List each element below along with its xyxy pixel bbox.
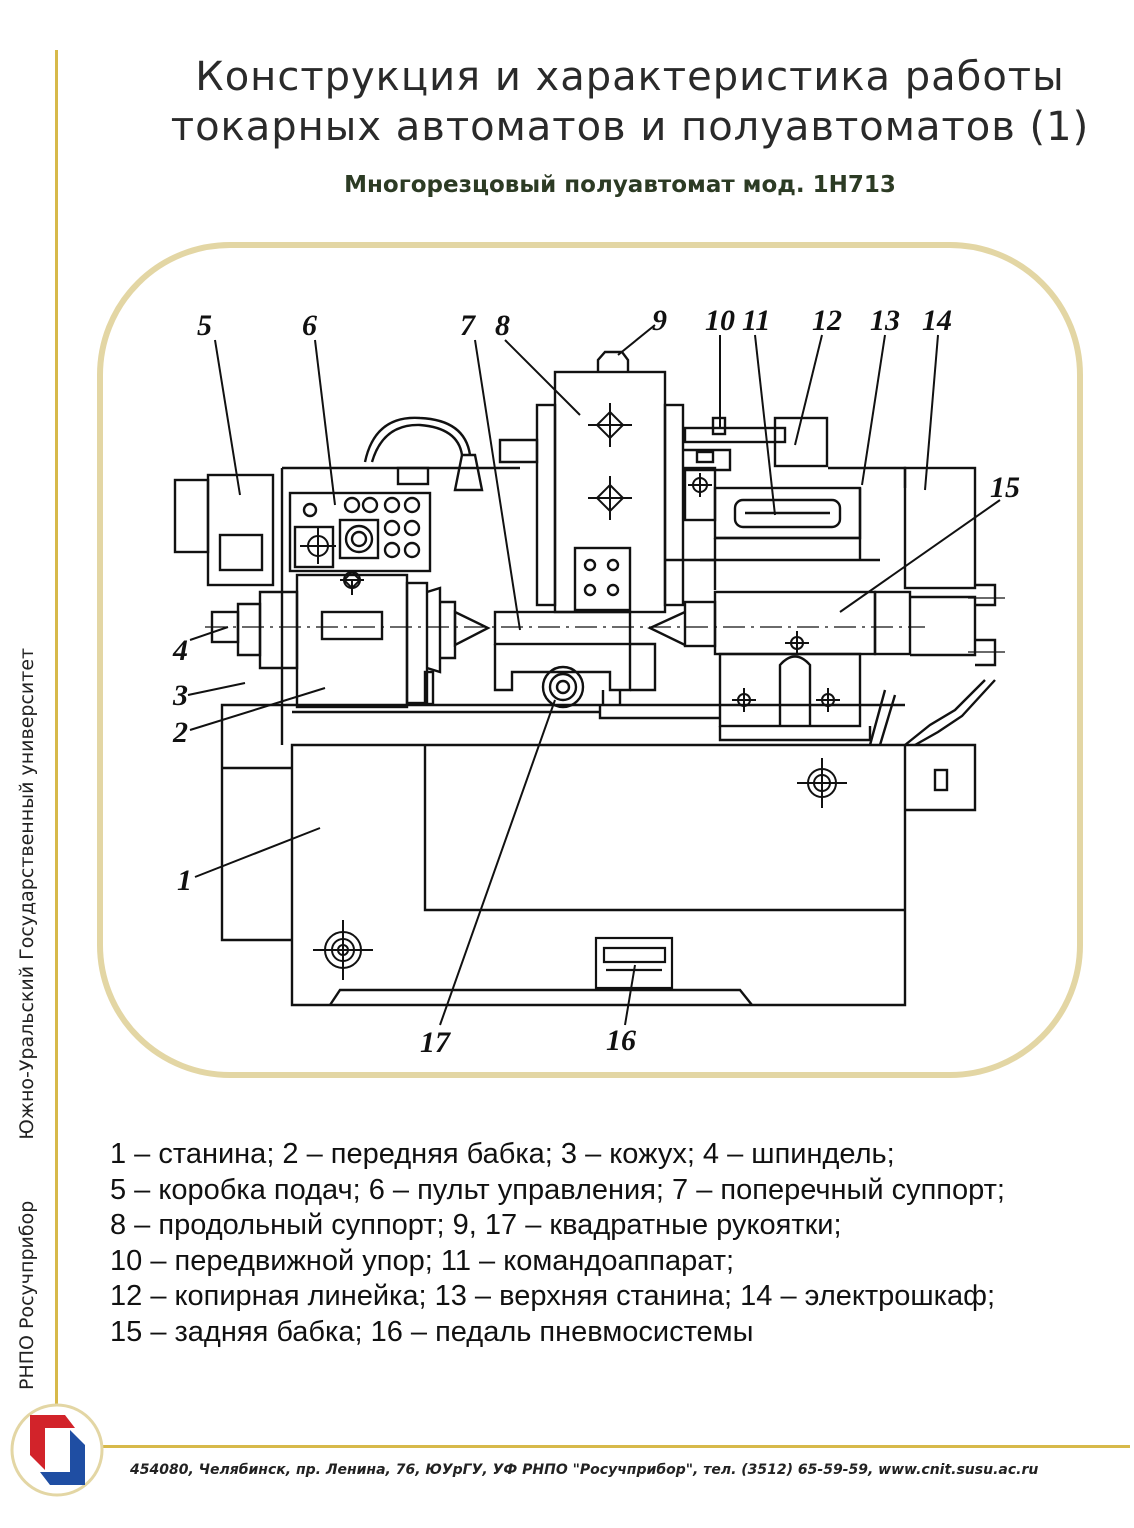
leader-lines [187, 324, 1001, 1026]
rear-center [647, 610, 686, 647]
electric-cabinet [903, 466, 977, 590]
tailstock-clamp [910, 595, 977, 657]
tailstock-quill [683, 600, 717, 648]
machine-drawing [173, 350, 997, 1007]
cabinet-base [905, 743, 977, 812]
callout-14: 14 [922, 304, 952, 337]
feed-box-motor [173, 478, 210, 554]
dial-inner [350, 530, 368, 548]
upper-frame-left [280, 466, 520, 745]
page-subtitle: Многорезцовый полуавтомат мод. 1Н713 [344, 172, 896, 198]
cross-slide-base [493, 644, 632, 692]
pneumo-pipe [904, 679, 986, 746]
tailstock-base [718, 652, 862, 728]
callout-8: 8 [495, 309, 510, 342]
side-accent-line [55, 50, 58, 1440]
tailstock [713, 590, 877, 656]
square-handle-17 [541, 665, 585, 709]
feed-box-panel [218, 533, 264, 572]
callout-labels: 5 6 7 8 9 10 11 12 13 14 15 4 3 2 1 17 1… [172, 304, 1020, 1059]
headstock-flange [405, 581, 429, 705]
rosuchpribor-logo [10, 1403, 104, 1497]
control-panel-dial [338, 518, 380, 560]
legend-line: 15 – задняя бабка; 16 – педаль пневмосис… [110, 1315, 754, 1348]
callout-7: 7 [460, 309, 476, 342]
callout-4: 4 [172, 634, 188, 667]
spindle-housing [258, 590, 299, 670]
bed-left-guard [220, 745, 292, 942]
front-center [453, 610, 491, 647]
callout-5: 5 [197, 309, 212, 342]
coolant-hose [363, 416, 472, 463]
feed-box [206, 473, 275, 587]
bed-outline [290, 743, 907, 1007]
callout-17: 17 [420, 1026, 451, 1059]
bottom-accent-line [55, 1445, 1130, 1448]
callout-3: 3 [172, 679, 188, 712]
stop-bar [683, 426, 787, 444]
bed-inner-line [423, 745, 905, 912]
command-drum [733, 498, 842, 529]
square-handle-9 [596, 350, 630, 372]
guide-line [292, 705, 720, 720]
spindle-ring [236, 602, 262, 657]
callout-10: 10 [705, 304, 735, 337]
hose-valve [396, 466, 430, 486]
side-org-name: РНПО Росучприбор [16, 1200, 38, 1390]
callout-13: 13 [870, 304, 900, 337]
pneumo-pedal [594, 936, 674, 990]
chuck [426, 586, 442, 674]
callout-2: 2 [172, 716, 188, 749]
dial-circle [344, 524, 374, 554]
callout-12: 12 [812, 304, 842, 337]
alignment-marks [300, 403, 847, 980]
slide-guide-right [663, 403, 685, 607]
slide-rod [498, 438, 539, 464]
control-panel [288, 491, 432, 573]
callout-6: 6 [302, 309, 317, 342]
upper-bed-rail [828, 466, 907, 488]
callout-11: 11 [742, 304, 770, 337]
upper-bed-13 [700, 488, 880, 562]
title-line-1: Конструкция и характеристика работы [195, 54, 1065, 100]
chuck-body [440, 600, 457, 660]
callout-16: 16 [606, 1024, 636, 1057]
bed-base-step [329, 988, 753, 1006]
tailstock-slot [778, 655, 812, 726]
callout-9: 9 [652, 304, 667, 337]
coolant-nozzle [453, 453, 484, 492]
slide-guide-left [535, 403, 557, 607]
callout-1: 1 [177, 864, 192, 897]
cabinet-handle [933, 768, 949, 792]
legend: 1 – станина; 2 – передняя бабка; 3 – кож… [110, 1137, 1110, 1350]
page-title: Конструкция и характеристика работы тока… [150, 52, 1110, 152]
diagram-frame [97, 242, 1083, 1078]
legend-line: 1 – станина; 2 – передняя бабка; 3 – кож… [110, 1138, 895, 1170]
side-university-name: Южно-Уральский Государственный университ… [16, 647, 38, 1140]
headstock-plate [320, 610, 384, 641]
callout-15: 15 [990, 471, 1020, 504]
side-caption: РНПО Росучприбор Южно-Уральский Государс… [2, 30, 52, 1390]
legend-line: 10 – передвижной упор; 11 – командоаппар… [110, 1244, 735, 1277]
tool-block [573, 546, 632, 612]
legend-line: 8 – продольный суппорт; 9, 17 – квадратн… [110, 1209, 842, 1241]
cross-slide [493, 610, 632, 646]
title-line-2: токарных автоматов и полуавтоматов (1) [170, 104, 1090, 150]
legend-line: 12 – копирная линейка; 13 – верхняя стан… [110, 1280, 996, 1312]
footer-address: 454080, Челябинск, пр. Ленина, 76, ЮУрГУ… [130, 1462, 1039, 1478]
legend-line: 5 – коробка подач; 6 – пульт управления;… [110, 1173, 1005, 1206]
tailstock-end [873, 590, 912, 656]
